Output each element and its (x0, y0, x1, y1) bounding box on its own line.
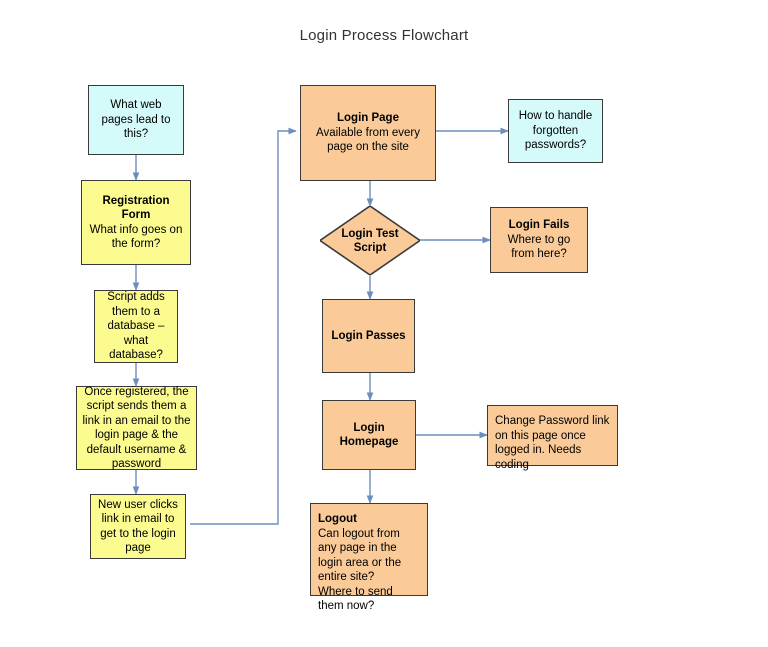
node-logout-heading: Logout (318, 513, 357, 525)
node-new-user-clicks-body: New user clicks link in email to get to … (98, 498, 178, 555)
page-title: Login Process Flowchart (299, 27, 469, 44)
node-login-test-script-label: Login Test Script (320, 206, 420, 275)
node-new-user-clicks[interactable]: New user clicks link in email to get to … (90, 494, 186, 559)
node-login-page[interactable]: Login Page Available from every page on … (300, 85, 436, 181)
diamond-shape (320, 206, 420, 275)
node-login-homepage[interactable]: Login Homepage (322, 400, 416, 470)
node-logout-body: Can logout from any page in the login ar… (318, 527, 402, 613)
node-once-registered[interactable]: Once registered, the script sends them a… (76, 386, 197, 470)
node-what-web-pages-body: What web pages lead to this? (101, 99, 171, 141)
node-login-fails[interactable]: Login Fails Where to go from here? (490, 207, 588, 273)
node-change-password-body: Change Password link on this page once l… (495, 415, 610, 471)
node-login-fails-body: Where to go from here? (507, 233, 571, 261)
node-logout[interactable]: Logout Can logout from any page in the l… (310, 503, 428, 612)
node-change-password[interactable]: Change Password link on this page once l… (487, 405, 618, 471)
node-forgotten-passwords[interactable]: How to handle forgotten passwords? (508, 99, 603, 163)
node-registration-form[interactable]: Registration Form What info goes on the … (81, 180, 191, 265)
node-login-page-body: Available from every page on the site (316, 126, 420, 154)
node-login-homepage-heading: Login Homepage (339, 421, 399, 449)
node-login-page-heading: Login Page (337, 112, 399, 125)
node-registration-form-heading: Registration Form (102, 194, 170, 222)
node-what-web-pages[interactable]: What web pages lead to this? (88, 85, 184, 155)
edge-newuser-to-loginpage (190, 127, 297, 525)
node-login-fails-heading: Login Fails (508, 219, 570, 232)
node-once-registered-body: Once registered, the script sends them a… (82, 385, 191, 471)
node-login-passes-heading: Login Passes (331, 329, 406, 342)
node-forgotten-passwords-body: How to handle forgotten passwords? (518, 110, 593, 152)
node-login-test-script-line2: Script (353, 241, 387, 254)
node-login-test-script[interactable]: Login Test Script (320, 206, 420, 275)
node-script-database[interactable]: Script adds them to a database – what da… (94, 290, 178, 363)
node-login-passes[interactable]: Login Passes (322, 299, 415, 373)
node-registration-form-body: What info goes on the form? (89, 223, 183, 251)
node-script-database-body: Script adds them to a database – what da… (107, 291, 165, 362)
node-login-test-script-line1: Login Test (341, 227, 399, 240)
